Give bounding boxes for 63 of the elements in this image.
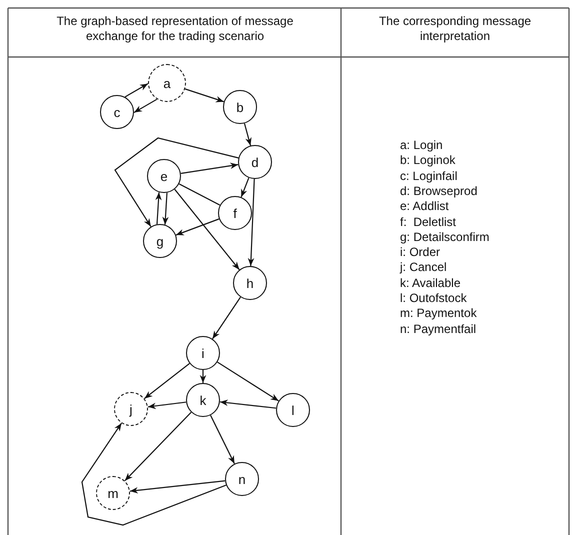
state-circle	[225, 462, 259, 496]
arrow	[217, 362, 279, 402]
node-letter: a	[163, 76, 171, 90]
state-circle	[238, 145, 272, 179]
node-letter: e	[160, 168, 168, 184]
arrow	[148, 402, 186, 410]
arrow	[248, 178, 255, 266]
node-letter: m	[108, 486, 118, 500]
legend-entry: f: Deletlist	[400, 214, 456, 228]
arrow	[240, 178, 250, 198]
arrow	[124, 412, 192, 482]
arrow	[124, 83, 148, 98]
column-header: The graph-based representation of message exchange for the trading scenario	[56, 14, 294, 44]
node-letter: b	[236, 100, 244, 114]
state-circle	[143, 224, 177, 258]
node-letter: c	[114, 104, 120, 120]
state-circle	[223, 90, 257, 124]
arrow	[212, 296, 241, 340]
legend-entry: m: Paymentok	[400, 306, 477, 320]
legend-entry: d: Browseprod	[400, 184, 478, 198]
legend-entry: b: Loginok	[400, 153, 456, 168]
arrow	[174, 188, 240, 270]
arrow	[144, 363, 190, 399]
arrow	[220, 400, 276, 409]
arrow	[130, 480, 226, 494]
node-letter: f	[233, 206, 237, 220]
legend-entry: g: Detailsconfirm	[400, 230, 490, 244]
state-circle	[186, 383, 220, 417]
arrow	[155, 192, 162, 224]
legend-entry: i: Order	[400, 245, 440, 260]
arrow	[162, 192, 169, 225]
node-letter: l	[292, 402, 294, 418]
node-letter: g	[156, 234, 164, 248]
state-circle	[276, 393, 310, 427]
state-circle	[147, 159, 181, 193]
legend-entry: e: Addlist	[400, 199, 449, 214]
state-circle	[218, 196, 252, 230]
column-header: The corresponding message interpretation	[378, 14, 532, 44]
node-letter: k	[200, 392, 206, 408]
arrow	[200, 370, 206, 383]
arrow	[81, 422, 226, 526]
arrow	[184, 88, 224, 102]
arrow	[134, 98, 158, 114]
state-circle	[186, 336, 220, 370]
arrow	[210, 415, 235, 464]
legend-entry: c: Loginfail	[400, 168, 458, 183]
node-letter: i	[202, 346, 204, 360]
arrow	[176, 218, 220, 236]
node-letter: j	[130, 402, 132, 416]
state-circle	[233, 266, 267, 300]
node-letter: n	[238, 472, 246, 486]
node-letter: d	[251, 154, 259, 170]
arrow	[180, 162, 238, 174]
legend-entry: j: Cancel	[400, 260, 447, 274]
state-circle	[114, 392, 148, 426]
arrow	[244, 123, 252, 146]
legend-entry: l: Outofstock	[400, 291, 467, 305]
node-letter: h	[246, 276, 254, 290]
legend-entry: a: Login	[400, 138, 443, 152]
legend-entry: n: Paymentfail	[400, 322, 476, 336]
state-circle	[100, 95, 134, 129]
arrow	[114, 137, 239, 227]
legend-entry: k: Available	[400, 276, 460, 290]
